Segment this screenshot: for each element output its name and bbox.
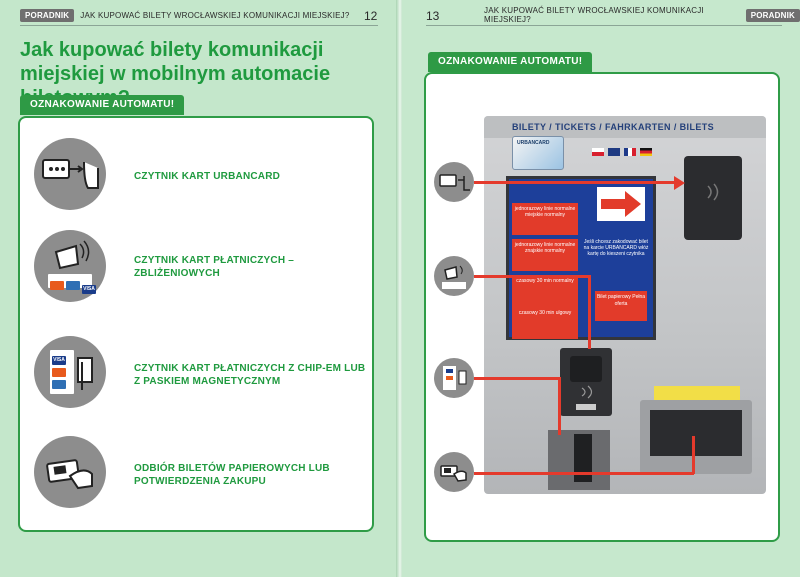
- arrow-urbancard-head: [674, 176, 685, 190]
- visa-logo: VISA: [82, 285, 96, 294]
- screen-prompt: Jeśli chcesz zakodować bilet na karcie U…: [583, 239, 649, 257]
- section-band-right: OZNAKOWANIE AUTOMATU!: [428, 52, 593, 72]
- arrow-chip-card: [474, 377, 560, 380]
- item-label-ticket-collection: ODBIÓR BILETÓW PAPIEROWYCH LUB POTWIERDZ…: [134, 463, 330, 487]
- header-rule-right: [426, 25, 782, 26]
- arrow-chip-card-drop: [558, 377, 561, 435]
- arrow-urbancard: [474, 181, 674, 184]
- header-rule: [20, 25, 378, 26]
- ticket-option-3[interactable]: czasowy 30 min normalny: [512, 275, 578, 307]
- item-label-urbancard: CZYTNIK KART URBANCARD: [134, 171, 281, 182]
- card-slot-opening: [574, 434, 592, 482]
- book-gutter: [396, 0, 404, 577]
- screen-arrow-icon: [597, 187, 645, 221]
- section-tag-right: PORADNIK: [745, 8, 800, 22]
- arrow-ticket-output: [474, 472, 694, 475]
- urbancard-reader-icon: [34, 138, 106, 210]
- running-header-right: JAK KUPOWAĆ BILETY WROCŁAWSKIEJ KOMUNIKA…: [484, 6, 800, 24]
- section-tag: PORADNIK: [20, 8, 75, 22]
- running-title-right: JAK KUPOWAĆ BILETY WROCŁAWSKIEJ KOMUNIKA…: [484, 6, 704, 24]
- contactless-reader-icon: VISA: [34, 230, 106, 302]
- item-label-contactless: CZYTNIK KART PŁATNICZYCH – ZBLIŻENIOWYCH: [134, 255, 295, 279]
- ticket-option-1[interactable]: jednorazowy linie normalne miejskie norm…: [512, 203, 578, 235]
- arrow-contactless: [474, 275, 590, 278]
- running-title: JAK KUPOWAĆ BILETY WROCŁAWSKIEJ KOMUNIKA…: [80, 10, 350, 20]
- payment-card-reader[interactable]: [560, 348, 612, 416]
- ticket-option-4[interactable]: czasowy 30 min ulgowy: [512, 307, 578, 339]
- contactless-reader-icon-small: [434, 256, 474, 296]
- chip-card-reader-icon: VISA: [34, 336, 106, 408]
- legend-panel: CZYTNIK KART URBANCARD VISA CZYTNIK KART…: [18, 116, 374, 532]
- flag-fr: [624, 148, 636, 156]
- left-page: PORADNIK JAK KUPOWAĆ BILETY WROCŁAWSKIEJ…: [0, 0, 398, 577]
- running-header-left: PORADNIK JAK KUPOWAĆ BILETY WROCŁAWSKIEJ…: [20, 8, 350, 22]
- page-number-right: 13: [426, 9, 440, 23]
- arrow-ticket-output-rise: [692, 436, 695, 474]
- visa-logo-2: VISA: [52, 356, 66, 365]
- ticket-option-2[interactable]: jednorazowy linie normalne znajskie norm…: [512, 239, 578, 271]
- urbancard-card: URBANCARD: [512, 136, 564, 170]
- info-sticker: [654, 386, 740, 404]
- machine-header: BILETY / TICKETS / FAHRKARTEN / BILETS: [484, 116, 766, 138]
- section-band: OZNAKOWANIE AUTOMATU!: [20, 95, 185, 115]
- item-label-chip-card: CZYTNIK KART PŁATNICZYCH Z CHIP-EM LUB Z…: [134, 363, 366, 387]
- flag-de: [640, 148, 652, 156]
- ticket-machine-photo: BILETY / TICKETS / FAHRKARTEN / BILETS U…: [484, 116, 766, 494]
- ticket-output-slot[interactable]: [650, 410, 742, 456]
- flag-en: [608, 148, 620, 156]
- urbancard-reader-icon-small: [434, 162, 474, 202]
- chip-card-reader-icon-small: [434, 358, 474, 398]
- ticket-collection-icon: [34, 436, 106, 508]
- ticket-collection-icon-small: [434, 452, 474, 492]
- touch-screen[interactable]: jednorazowy linie normalne miejskie norm…: [506, 176, 656, 340]
- arrow-contactless-drop: [588, 275, 591, 349]
- urbancard-reader[interactable]: [684, 156, 742, 240]
- paper-ticket-option[interactable]: Bilet papierowy Pełna oferta: [595, 291, 647, 321]
- flag-pl: [592, 148, 604, 156]
- page-number-left: 12: [364, 9, 378, 23]
